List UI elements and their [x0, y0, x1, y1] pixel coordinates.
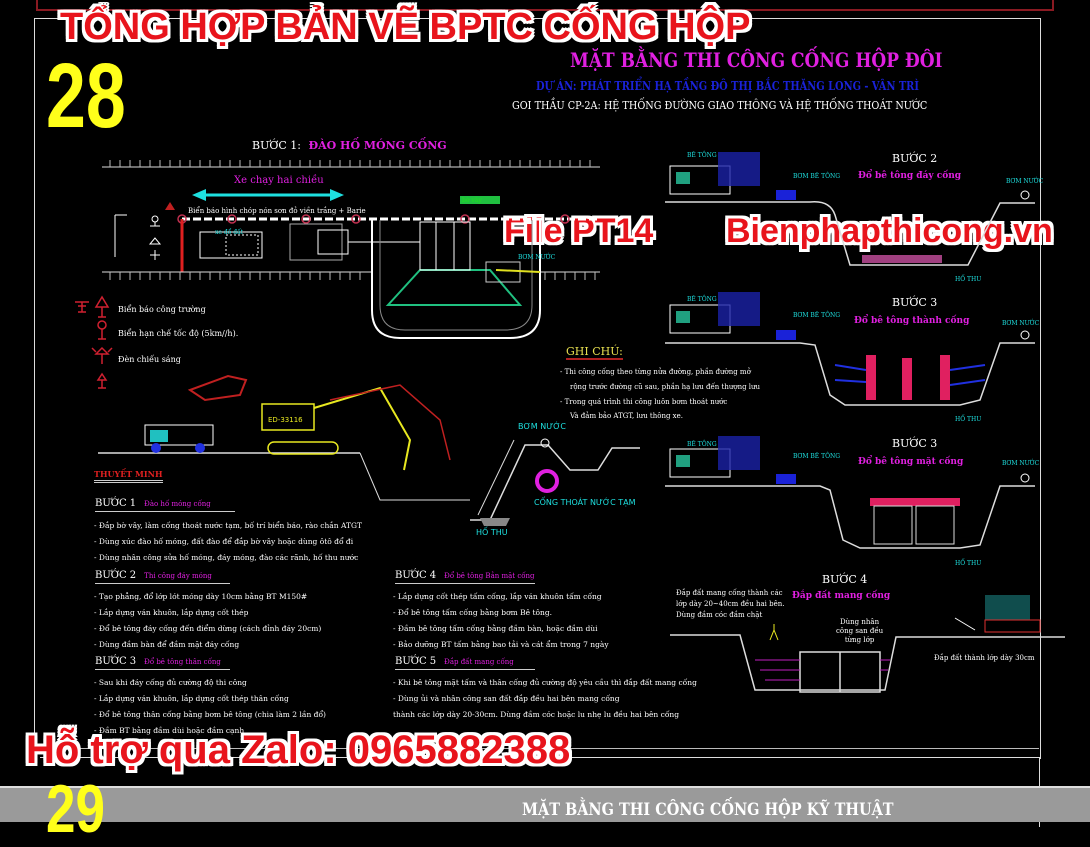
- temp-drain-label: CỐNG THOÁT NƯỚC TẠM: [534, 498, 636, 507]
- project-name: DỰ ÁN: PHÁT TRIỂN HẠ TẦNG ĐÔ THỊ BẮC THĂ…: [536, 79, 919, 93]
- section-4-title: Đắp đất mang cống: [792, 591, 891, 601]
- support-contact: Hỗ trợ qua Zalo: 0965882388: [26, 728, 571, 772]
- step-item: - Dùng đầm bàn để đầm mặt đáy cống: [94, 640, 240, 649]
- step-item: - Bảo dưỡng BT tấm bằng bao tải và cát ẩ…: [393, 640, 609, 649]
- water-pump-label: BƠM NƯỚC: [1006, 178, 1044, 185]
- note-item: - Trong quá trình thi công luôn bơm thoá…: [560, 398, 728, 406]
- section-2-step: BƯỚC 2: [892, 152, 938, 165]
- legend-item-construction-sign: Biển báo công trường: [118, 305, 206, 314]
- traffic-label: Xe chạy hai chiều: [234, 175, 324, 186]
- water-pump-label: BƠM NƯỚC: [518, 422, 566, 431]
- truck-label: BÊ TÔNG: [687, 296, 717, 303]
- next-sheet-title: MẶT BẰNG THI CÔNG CỐNG HỘP KỸ THUẬT: [522, 800, 894, 820]
- step-2-items: - Tạo phẳng, đổ lớp lót móng dày 10cm bằ…: [94, 589, 321, 653]
- next-sheet-band: [0, 788, 1090, 822]
- banner-title: TỔNG HỢP BẢN VẼ BPTC CỐNG HỘP: [60, 6, 751, 48]
- step-item: thành các lớp dày 20-30cm. Dùng đầm cóc …: [393, 710, 680, 719]
- step-item: - Khi bê tông mặt tấm và thân cống đủ cư…: [393, 678, 697, 687]
- step-item: - Đổ bê tông tấm cống bằng bơm Bê tông.: [393, 608, 553, 617]
- barrier-label: Biển báo hình chóp nón sơn đỏ viền trắng…: [188, 207, 366, 215]
- section-3b-step: BƯỚC 3: [892, 437, 938, 450]
- step-item: - Đổ bê tông đáy cống đến điểm dừng (các…: [94, 624, 322, 633]
- section-3-step: BƯỚC 3: [892, 296, 938, 309]
- sump-label: HỐ THU: [955, 276, 982, 283]
- note-item: rộng trước đường cũ sau, phần hạ lưu đến…: [570, 383, 761, 391]
- legend-item-floodlight: Đèn chiếu sáng: [118, 355, 181, 364]
- step-item: - Dùng nhân công sửa hố móng, đáy móng, …: [94, 553, 359, 562]
- step-item: - Lắp dựng cốt thép tấm cống, lắp ván kh…: [393, 592, 602, 601]
- legend-item-speed-limit: Biển hạn chế tốc độ (5km//h).: [118, 329, 239, 338]
- step-3-items: - Sau khi đáy cống đủ cường độ thi công …: [94, 675, 326, 739]
- sump-label: HỐ THU: [955, 416, 982, 423]
- layer-note: Đắp đất thành lớp dày 30cm: [934, 654, 1035, 662]
- drawing-border-bottom: [34, 748, 1039, 749]
- step-1-items: - Đắp bờ vây, làm cống thoát nước tạm, b…: [94, 518, 362, 566]
- next-sheet-border: [40, 757, 1040, 758]
- concrete-pump-label: BƠM BÊ TÔNG: [793, 453, 841, 460]
- truck-plan-label: xe đổ đất: [215, 229, 244, 236]
- water-pump-label: BƠM NƯỚC: [1002, 460, 1040, 467]
- water-pump-label: BƠM NƯỚC: [1002, 320, 1040, 327]
- next-sheet-divider: [0, 786, 1090, 788]
- excavator-id: ED-33116: [268, 416, 303, 424]
- step-5-items: - Khi bê tông mặt tấm và thân cống đủ cư…: [393, 675, 697, 723]
- sheet-title: MẶT BẰNG THI CÔNG CỐNG HỘP ĐÔI: [570, 48, 943, 72]
- backfill-note: Đắp đất mang cống thành các lớp dày 20~4…: [676, 589, 785, 619]
- step-item: - Đổ bê tông thân cống bằng bơm bê tông …: [94, 710, 326, 719]
- section-3-title: Đổ bê tông thành cống: [854, 316, 970, 326]
- section-4-step: BƯỚC 4: [822, 573, 868, 586]
- page-number: 28: [46, 45, 126, 147]
- package-name: GOI THẦU CP-2A: HỆ THỐNG ĐƯỜNG GIAO THÔN…: [512, 99, 928, 112]
- step-item: - Lắp dựng ván khuôn, lắp dựng cốt thép …: [94, 694, 289, 703]
- drawing-border: [34, 18, 1041, 759]
- concrete-pump-label: BƠM BÊ TÔNG: [793, 312, 841, 319]
- sump-label: HỐ THU: [955, 560, 982, 567]
- step-4-items: - Lắp dựng cốt thép tấm cống, lắp ván kh…: [393, 589, 609, 653]
- section-2-title: Đổ bê tông đáy cống: [858, 171, 962, 181]
- pit-note: bờ vây: [462, 197, 482, 204]
- sump-label: HỐ THU: [476, 528, 508, 537]
- concrete-pump-label: BƠM BÊ TÔNG: [793, 173, 841, 180]
- website-label: Bienphapthicong.vn: [726, 212, 1053, 250]
- step-1-label: BƯỚC 1:: [252, 139, 301, 152]
- notes-list: - Thi công cống theo từng nửa đường, phầ…: [560, 365, 760, 422]
- note-item: Và đảm bảo ATGT, lưu thông xe.: [570, 412, 683, 420]
- step-item: - Sau khi đáy cống đủ cường độ thi công: [94, 678, 247, 687]
- step-item: - Lắp dựng ván khuôn, lắp dựng cốt thép: [94, 608, 249, 617]
- cad-drawing: ED-33116: [75, 152, 1065, 693]
- step-item: - Tạo phẳng, đổ lớp lót móng dày 10cm bằ…: [94, 592, 308, 601]
- step-item: - Đắp bờ vây, làm cống thoát nước tạm, b…: [94, 521, 362, 530]
- step-item: - Dùng xúc đào hố móng, đất đào để đắp b…: [94, 537, 354, 546]
- plan-step-label: BƯỚC 1: ĐÀO HỐ MÓNG CỐNG: [252, 139, 447, 152]
- truck-label: BÊ TÔNG: [687, 152, 717, 159]
- worker-note: Dùng nhân công san đều từng lớp: [836, 618, 884, 644]
- pump-plan-label: BƠM NƯỚC: [518, 254, 556, 261]
- section-3b-title: Đổ bê tông mặt cống: [858, 457, 964, 467]
- step-item: - Dùng ủi và nhân công san đất đắp đều h…: [393, 694, 620, 703]
- truck-label: BÊ TÔNG: [687, 441, 717, 448]
- drawing-frame-top: [36, 0, 1054, 11]
- step-item: - Đầm bê tông tấm cống bằng đầm bàn, hoặ…: [393, 624, 598, 633]
- notes-title: GHI CHÚ:: [566, 345, 623, 360]
- step-1-title: ĐÀO HỐ MÓNG CỐNG: [308, 139, 447, 152]
- note-item: - Thi công cống theo từng nửa đường, phầ…: [560, 368, 751, 376]
- explanation-title: THUYẾT MINH: [94, 469, 163, 483]
- step-item: - Đầm BT bằng đầm dùi hoặc đầm cạnh: [94, 726, 245, 735]
